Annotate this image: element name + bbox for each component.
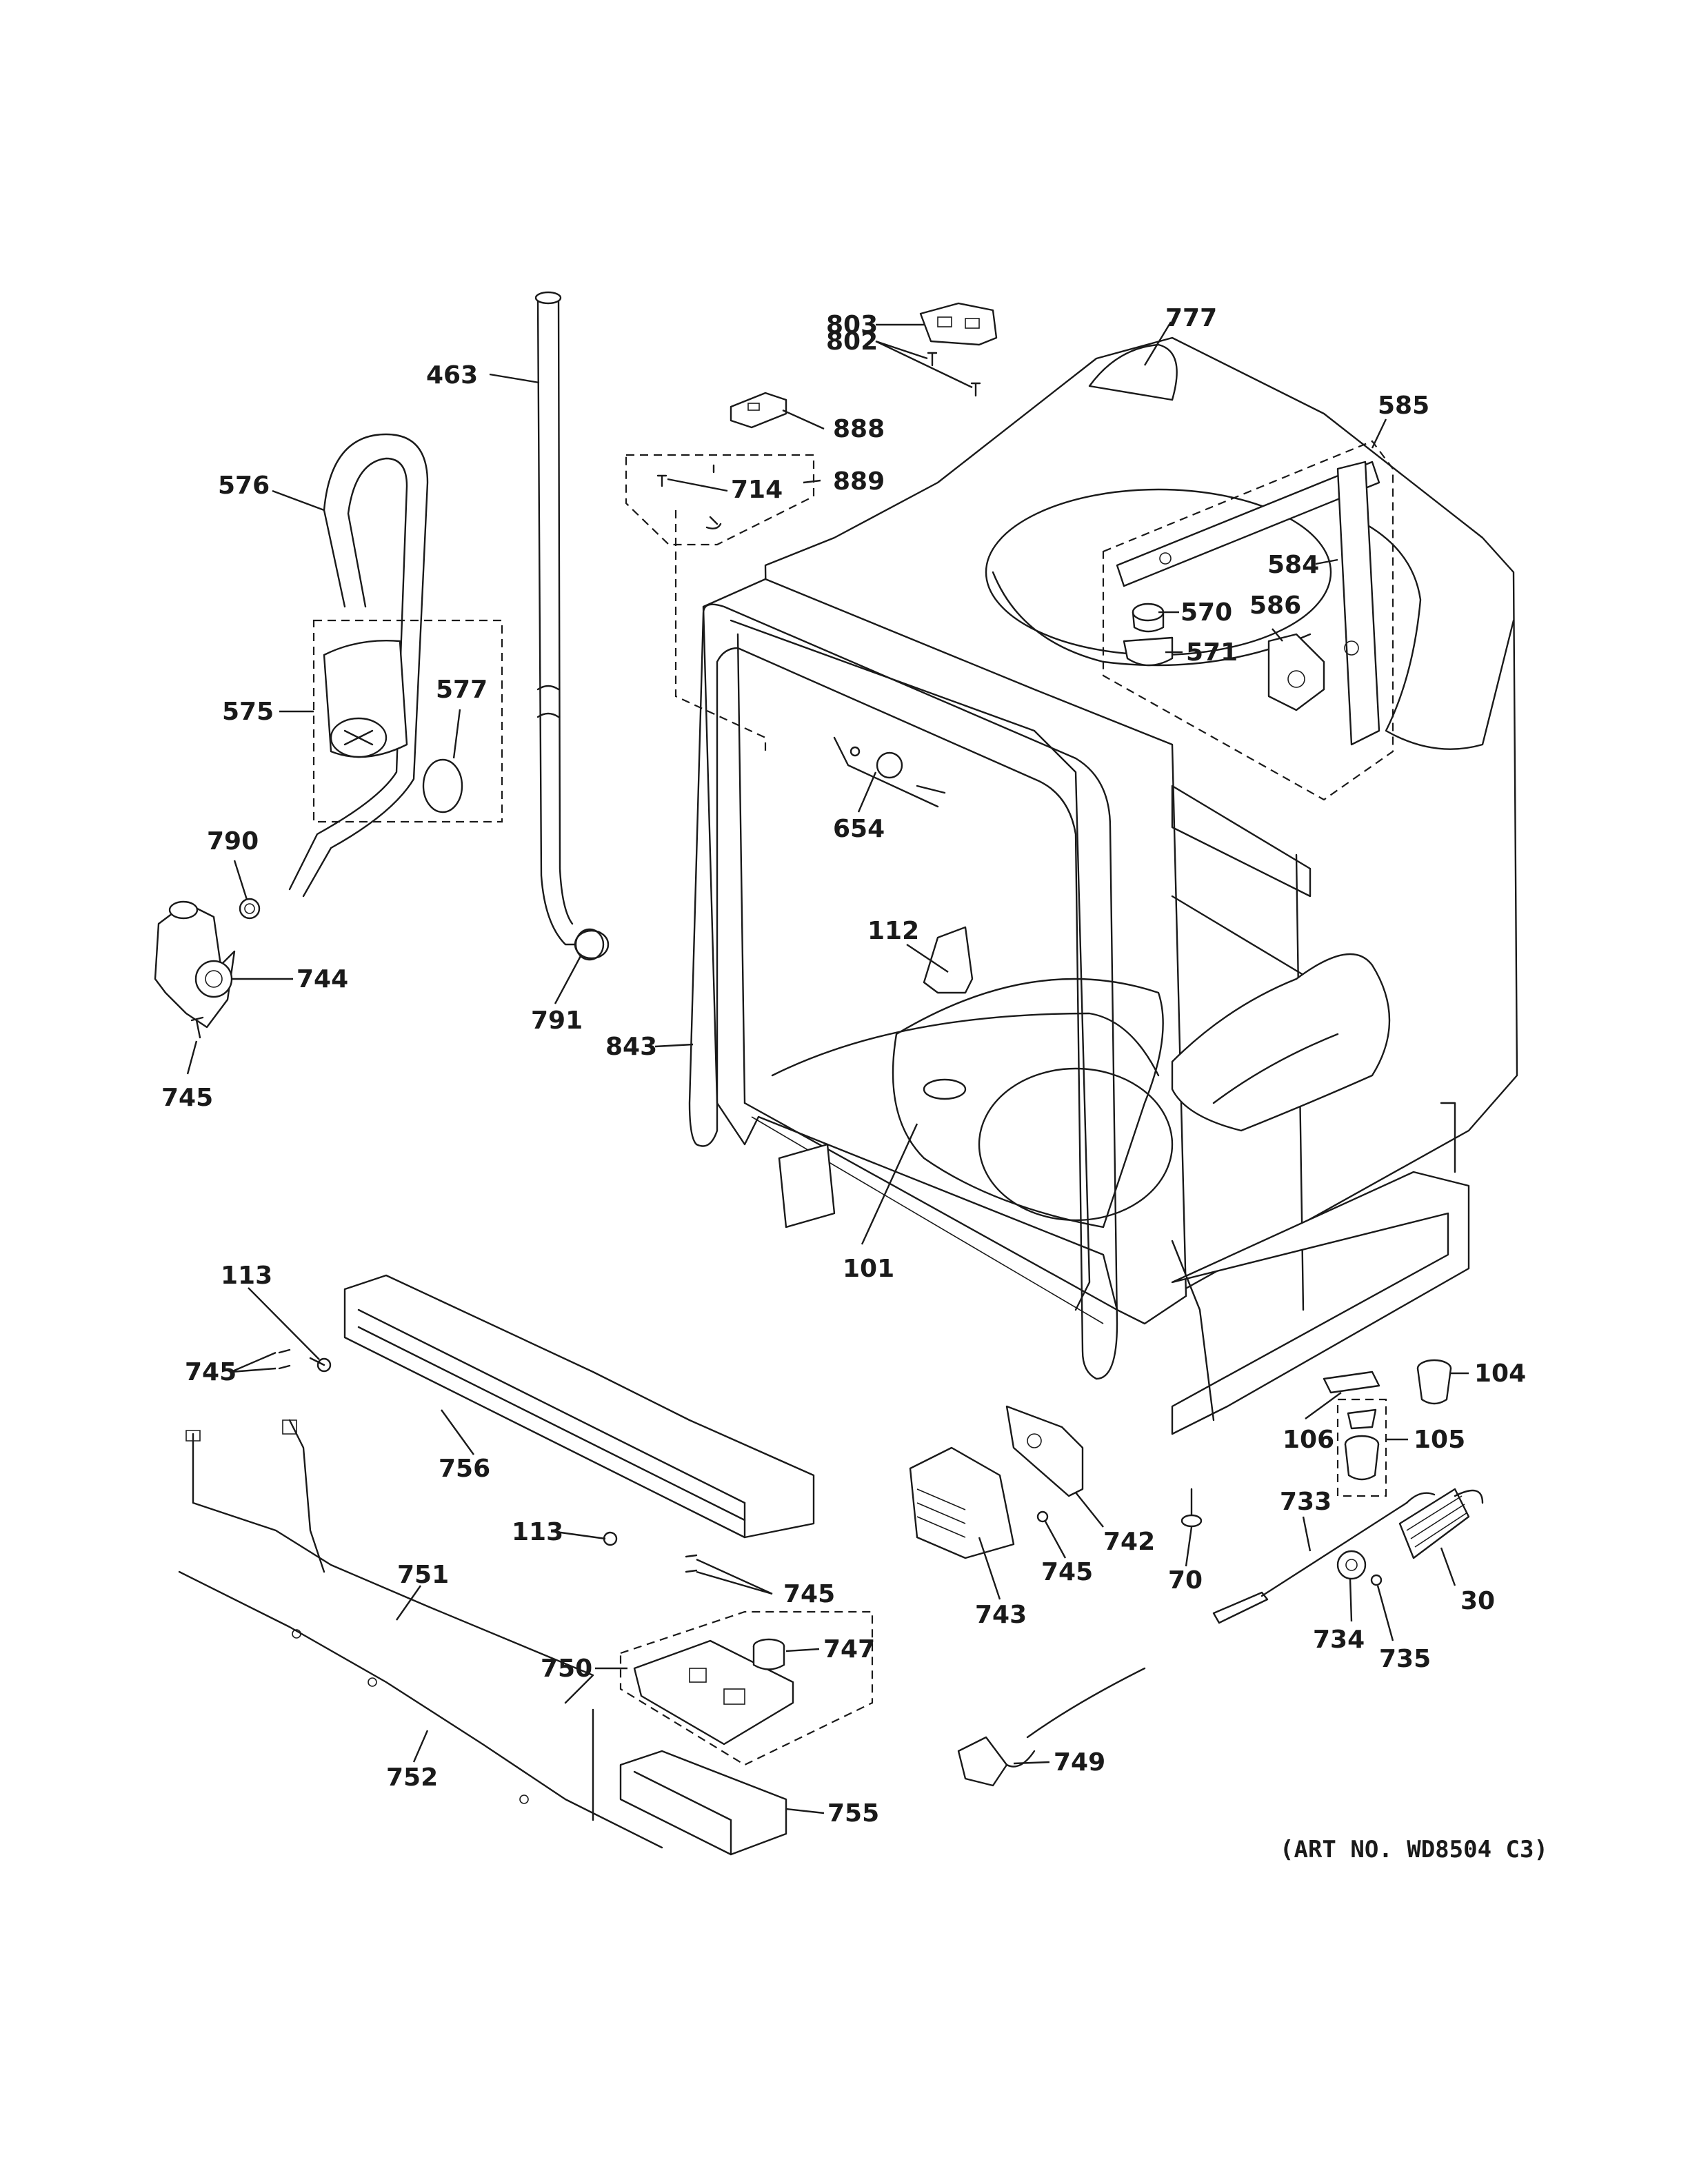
callout-30: 30 <box>1460 1587 1495 1615</box>
part-112 <box>923 926 974 994</box>
callout-714: 714 <box>731 476 783 504</box>
part-791-ring <box>574 928 605 961</box>
part-745-screw-d <box>1036 1510 1049 1523</box>
part-790-clamp <box>239 898 261 920</box>
callout-745-d: 745 <box>783 1580 835 1608</box>
part-803-switch <box>919 302 998 346</box>
callout-70: 70 <box>1168 1566 1203 1595</box>
part-70 <box>1180 1488 1203 1528</box>
part-743-module <box>909 1446 1015 1559</box>
callout-734: 734 <box>1313 1626 1365 1654</box>
part-735-screw <box>1370 1574 1383 1586</box>
part-750-group <box>619 1610 874 1766</box>
part-733-rod <box>1212 1502 1408 1624</box>
callout-889: 889 <box>833 467 885 496</box>
callout-742: 742 <box>1103 1528 1155 1556</box>
callout-463: 463 <box>426 361 478 390</box>
part-576-hose <box>288 433 429 898</box>
callout-104: 104 <box>1474 1359 1526 1388</box>
part-570-571 <box>1123 603 1174 667</box>
callout-791: 791 <box>531 1007 583 1035</box>
part-106-clip <box>1323 1371 1380 1394</box>
callout-744: 744 <box>297 965 348 993</box>
callout-577: 577 <box>436 676 488 704</box>
sump-gasket-ring <box>892 978 1164 1228</box>
callout-575: 575 <box>222 698 274 726</box>
callout-113-a: 113 <box>221 1262 272 1290</box>
callout-570: 570 <box>1180 598 1232 627</box>
part-752-harness <box>178 1570 663 1849</box>
callout-750: 750 <box>541 1655 592 1683</box>
callout-105: 105 <box>1414 1426 1465 1454</box>
part-745-screw-a <box>190 1016 204 1039</box>
part-889-group <box>625 454 815 751</box>
callout-labels: 803 802 777 463 888 585 576 889 714 584 … <box>161 304 1526 1828</box>
callout-802: 802 <box>826 327 878 356</box>
callout-113-b: 113 <box>512 1518 563 1546</box>
part-113-screw-b <box>603 1531 618 1546</box>
callout-777: 777 <box>1165 304 1217 332</box>
callout-106: 106 <box>1283 1426 1334 1454</box>
part-113-screw-a <box>309 1357 332 1373</box>
callout-756: 756 <box>439 1455 490 1483</box>
part-463-drain-hose <box>534 291 610 960</box>
part-755-tray <box>619 1750 787 1856</box>
part-888-bracket <box>730 392 787 429</box>
callout-654: 654 <box>833 815 885 843</box>
callout-584: 584 <box>1267 551 1319 579</box>
leader-lines <box>186 321 1469 1814</box>
part-802-screws <box>927 352 981 397</box>
callout-112: 112 <box>867 917 919 945</box>
callout-749: 749 <box>1054 1748 1105 1777</box>
callout-755: 755 <box>827 1799 879 1828</box>
callout-743: 743 <box>975 1601 1027 1629</box>
callout-101: 101 <box>843 1255 894 1283</box>
part-756-toe-kick <box>343 1274 815 1539</box>
part-744-valve <box>154 900 236 1029</box>
callout-790: 790 <box>207 827 259 856</box>
part-749-sensor <box>957 1667 1146 1787</box>
callout-745-c: 745 <box>1041 1558 1093 1586</box>
part-745-screws-b <box>278 1348 291 1370</box>
part-585-group <box>1102 440 1394 801</box>
part-745-screws-c <box>685 1554 698 1573</box>
callout-843: 843 <box>605 1033 657 1061</box>
callout-733: 733 <box>1280 1488 1332 1516</box>
part-742-bracket <box>1005 1405 1084 1497</box>
callout-888: 888 <box>833 415 885 443</box>
callout-803: 803 <box>826 311 878 339</box>
callout-735: 735 <box>1379 1645 1431 1673</box>
part-751-harness <box>185 1419 594 1704</box>
door-gasket <box>688 603 1118 1380</box>
art-number: (ART NO. WD8504 C3) <box>1280 1836 1548 1863</box>
part-30-spring <box>1398 1488 1484 1559</box>
callout-586: 586 <box>1249 592 1301 620</box>
part-575-group <box>312 619 503 823</box>
callout-745-b: 745 <box>185 1358 237 1386</box>
callout-747: 747 <box>823 1635 875 1664</box>
callout-585: 585 <box>1378 392 1429 420</box>
callout-576: 576 <box>218 472 270 500</box>
callout-752: 752 <box>386 1763 438 1792</box>
part-105-group <box>1336 1398 1387 1497</box>
part-586 <box>1267 633 1325 711</box>
part-654 <box>833 736 946 808</box>
callout-745-a: 745 <box>161 1084 213 1112</box>
callout-571: 571 <box>1186 638 1238 667</box>
callout-751: 751 <box>397 1561 449 1589</box>
part-734-pulley <box>1336 1550 1367 1580</box>
part-104-cap <box>1416 1359 1452 1405</box>
